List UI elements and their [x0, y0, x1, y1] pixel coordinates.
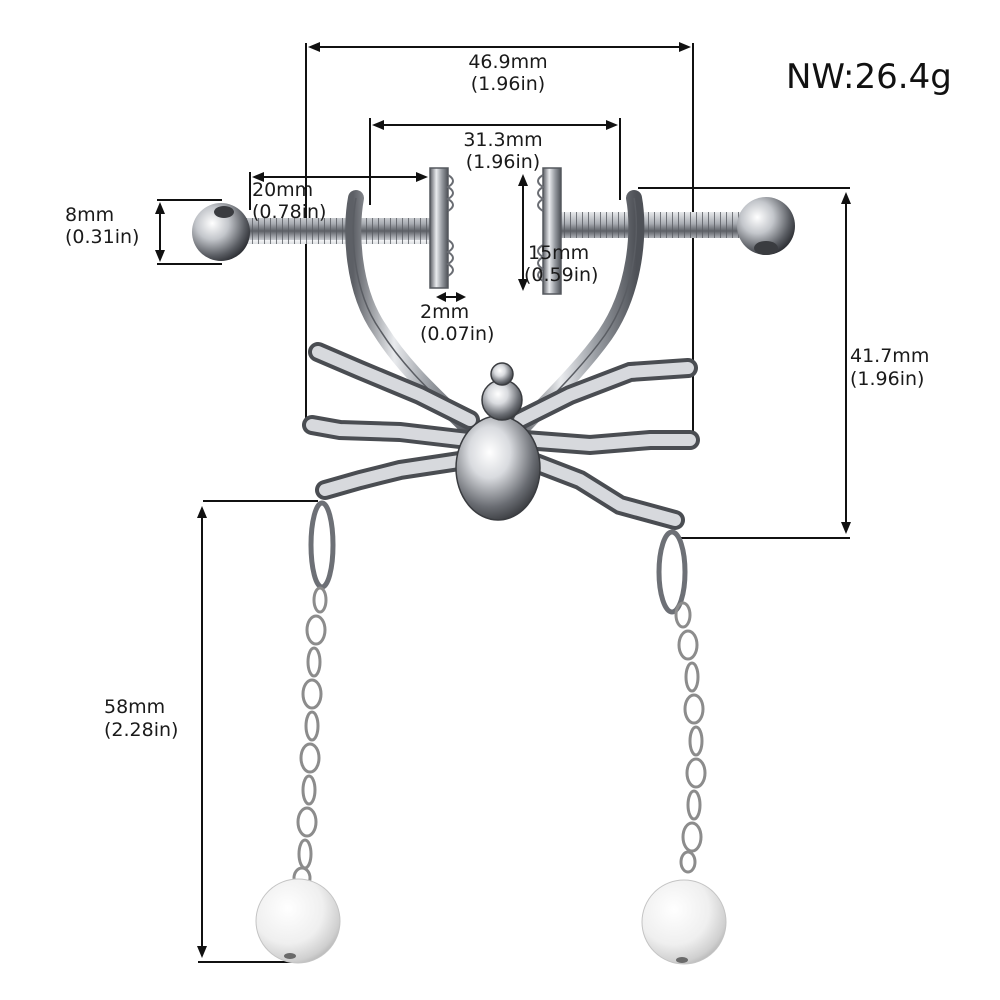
inner-width-in: (1.96in) [466, 151, 540, 173]
clamp-height-in: (0.59in) [524, 264, 598, 286]
right-end-ball [737, 197, 795, 255]
right-threaded-bar [560, 212, 745, 238]
inner-width-mm: 31.3mm [463, 129, 542, 151]
net-weight-label: NW:26.4g [786, 57, 952, 97]
spider-thorax [481, 379, 523, 421]
ball-size-mm: 8mm [65, 204, 114, 226]
clamp-gap-in: (0.07in) [420, 323, 494, 345]
clamp-height-mm: 15mm [528, 242, 589, 264]
right-clamp-plate [542, 167, 562, 295]
body-height-mm: 41.7mm [850, 345, 929, 367]
left-threaded-bar [240, 218, 435, 244]
body-height-in: (1.96in) [850, 368, 924, 390]
right-pearl [641, 879, 727, 965]
ball-size-in: (0.31in) [65, 226, 139, 248]
bar-length-mm: 20mm [252, 179, 313, 201]
left-end-ball [192, 203, 250, 261]
dimension-lines [155, 42, 851, 963]
left-chain [292, 586, 328, 890]
chain-length-in: (2.28in) [104, 719, 178, 741]
clamp-gap-mm: 2mm [420, 301, 469, 323]
total-width-mm: 46.9mm [468, 51, 547, 73]
left-clamp-plate [429, 167, 449, 289]
left-pearl [255, 878, 341, 964]
product-illustration [192, 167, 795, 965]
spider-legs [302, 342, 700, 530]
spider-abdomen [455, 415, 541, 521]
bar-length-in: (0.78in) [252, 201, 326, 223]
left-jump-ring [308, 500, 336, 590]
spider-head [490, 362, 514, 386]
total-width-in: (1.96in) [471, 73, 545, 95]
right-chain [674, 601, 707, 874]
right-jump-ring [656, 529, 688, 615]
dimension-labels: NW:26.4g 46.9mm (1.96in) 31.3mm (1.96in)… [65, 51, 952, 741]
chain-length-mm: 58mm [104, 696, 165, 718]
